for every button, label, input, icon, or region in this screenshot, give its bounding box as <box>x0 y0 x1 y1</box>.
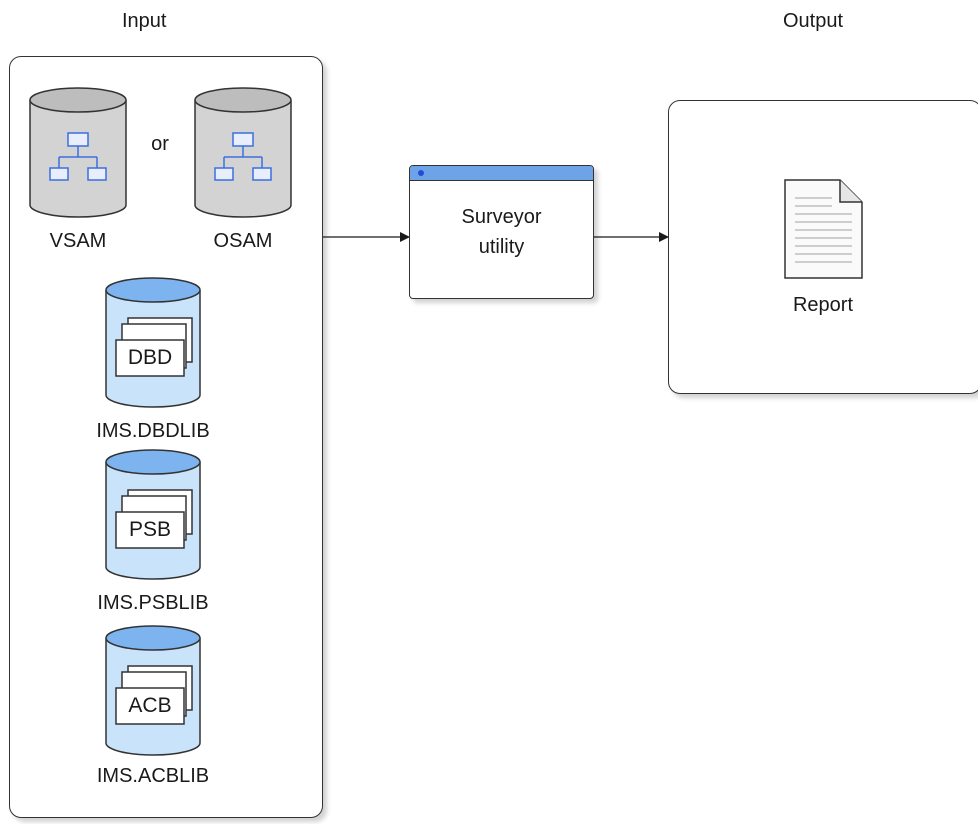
acblib-label: IMS.ACBLIB <box>96 765 210 787</box>
psblib-label: IMS.PSBLIB <box>97 592 209 614</box>
osam-cylinder-icon <box>194 87 292 218</box>
dbdlib-cylinder-icon <box>105 277 201 408</box>
psb-member-label: PSB <box>128 518 172 541</box>
utility-title-bar <box>410 166 593 181</box>
dbd-member-label: DBD <box>127 346 173 369</box>
dbdlib-label: IMS.DBDLIB <box>96 420 210 442</box>
input-heading: Input <box>122 10 167 32</box>
vsam-cylinder-icon <box>29 87 127 218</box>
acb-member-label: ACB <box>128 694 172 717</box>
output-heading: Output <box>783 10 844 32</box>
or-label: or <box>151 133 169 155</box>
surveyor-utility-box: Surveyor utility <box>409 165 594 299</box>
report-label: Report <box>792 294 854 316</box>
window-dot-icon <box>418 170 424 176</box>
psblib-cylinder-icon <box>105 449 201 580</box>
osam-hierarchy-icon <box>214 132 272 181</box>
report-document-icon <box>784 179 863 279</box>
osam-label: OSAM <box>213 230 273 252</box>
acblib-cylinder-icon <box>105 625 201 756</box>
vsam-hierarchy-icon <box>49 132 107 181</box>
utility-label-line2: utility <box>478 236 525 258</box>
vsam-label: VSAM <box>49 230 107 252</box>
utility-label-line1: Surveyor <box>461 206 542 228</box>
